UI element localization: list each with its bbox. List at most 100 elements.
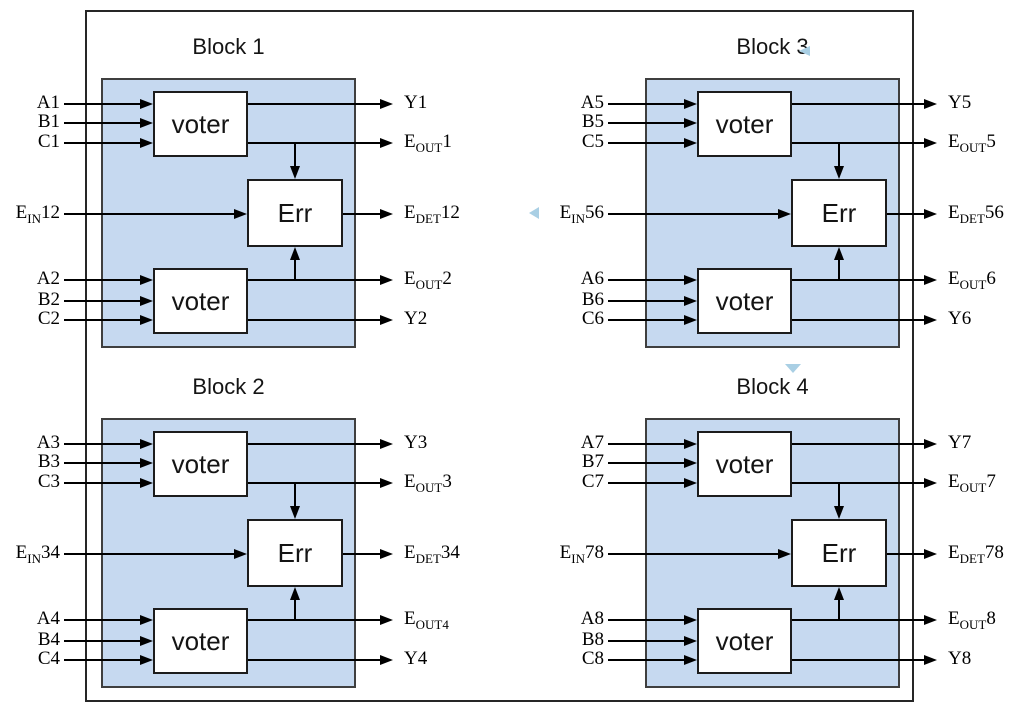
input-wire — [608, 103, 684, 105]
output-wire — [792, 443, 924, 445]
arrowhead — [684, 457, 697, 468]
output-label: EOUT2 — [404, 268, 452, 292]
connector-wire — [294, 143, 296, 167]
arrowhead-up — [833, 247, 844, 260]
voter-label: voter — [715, 108, 774, 139]
arrowhead — [684, 295, 697, 306]
input-label: EIN34 — [15, 542, 60, 566]
block-2-voter-bottom-box: voter — [153, 608, 248, 674]
block-1-voter-bottom-box: voter — [153, 268, 248, 334]
output-wire — [792, 659, 924, 661]
arrowhead-down — [289, 166, 300, 179]
err-label: Err — [821, 537, 857, 568]
arrowhead — [380, 314, 393, 325]
stray-triangle-left-icon — [529, 207, 539, 219]
input-label: B6 — [581, 289, 604, 310]
arrowhead — [234, 548, 247, 559]
connector-wire — [294, 599, 296, 621]
connector-wire — [838, 143, 840, 167]
block-3-voter-bottom-box: voter — [697, 268, 792, 334]
output-label: EOUT3 — [404, 471, 452, 495]
output-wire — [248, 319, 380, 321]
arrowhead — [924, 314, 937, 325]
output-label: Y5 — [948, 92, 972, 113]
output-wire — [343, 213, 380, 215]
output-wire — [248, 482, 380, 484]
outer-frame — [85, 10, 914, 702]
input-wire — [608, 122, 684, 124]
arrowhead — [380, 137, 393, 148]
output-label: Y7 — [948, 432, 972, 453]
output-wire — [792, 482, 924, 484]
arrowhead — [924, 208, 937, 219]
input-wire — [64, 122, 140, 124]
arrowhead — [380, 438, 393, 449]
output-wire — [792, 142, 924, 144]
input-label: B8 — [581, 629, 604, 650]
arrowhead — [684, 98, 697, 109]
input-wire — [608, 142, 684, 144]
input-label: A2 — [36, 268, 60, 289]
arrowhead — [140, 117, 153, 128]
arrowhead — [380, 98, 393, 109]
voter-label: voter — [171, 625, 230, 656]
connector-wire — [838, 259, 840, 281]
input-label: C3 — [37, 471, 60, 492]
output-wire — [248, 279, 380, 281]
arrowhead — [684, 654, 697, 665]
connector-wire — [294, 259, 296, 281]
input-wire — [608, 659, 684, 661]
input-label: B5 — [581, 111, 604, 132]
block-1-err-box: Err — [247, 179, 343, 247]
arrowhead-up — [289, 587, 300, 600]
input-wire — [64, 319, 140, 321]
input-wire — [608, 640, 684, 642]
output-label: EOUT4 — [404, 608, 449, 632]
arrowhead — [234, 208, 247, 219]
arrowhead — [140, 457, 153, 468]
arrowhead — [380, 548, 393, 559]
input-wire — [608, 482, 684, 484]
input-label: EIN56 — [559, 202, 604, 226]
block-4-err-box: Err — [791, 519, 887, 587]
connector-wire — [294, 483, 296, 507]
output-wire — [792, 279, 924, 281]
stray-triangle-down-icon — [785, 364, 801, 373]
output-wire — [887, 213, 924, 215]
block-3-title: Block 3 — [736, 34, 809, 59]
arrowhead-down — [833, 506, 844, 519]
arrowhead-up — [289, 247, 300, 260]
output-label: EOUT1 — [404, 131, 452, 155]
output-wire — [887, 553, 924, 555]
arrowhead — [924, 477, 937, 488]
output-wire — [792, 619, 924, 621]
arrowhead — [140, 98, 153, 109]
arrowhead — [924, 614, 937, 625]
input-wire — [64, 553, 234, 555]
input-label: A5 — [580, 92, 604, 113]
input-label: C6 — [581, 308, 604, 329]
arrowhead — [380, 614, 393, 625]
input-wire — [608, 619, 684, 621]
output-label: EOUT6 — [948, 268, 996, 292]
arrowhead-down — [289, 506, 300, 519]
input-wire — [64, 443, 140, 445]
voter-label: voter — [171, 285, 230, 316]
block-4: Block 4 voter Err voter A7 B7 C7 EIN78 A… — [552, 370, 1004, 700]
output-label: EDET34 — [404, 542, 460, 566]
arrowhead — [684, 137, 697, 148]
input-label: A8 — [580, 608, 604, 629]
voter-label: voter — [715, 448, 774, 479]
block-3-voter-top-box: voter — [697, 91, 792, 157]
input-label: C5 — [581, 131, 604, 152]
input-wire — [608, 213, 778, 215]
input-label: B7 — [581, 451, 604, 472]
output-wire — [248, 103, 380, 105]
input-label: C8 — [581, 648, 604, 669]
arrowhead — [140, 274, 153, 285]
block-2-title: Block 2 — [192, 374, 265, 399]
connector-wire — [838, 483, 840, 507]
voter-label: voter — [171, 108, 230, 139]
output-label: EDET56 — [948, 202, 1004, 226]
